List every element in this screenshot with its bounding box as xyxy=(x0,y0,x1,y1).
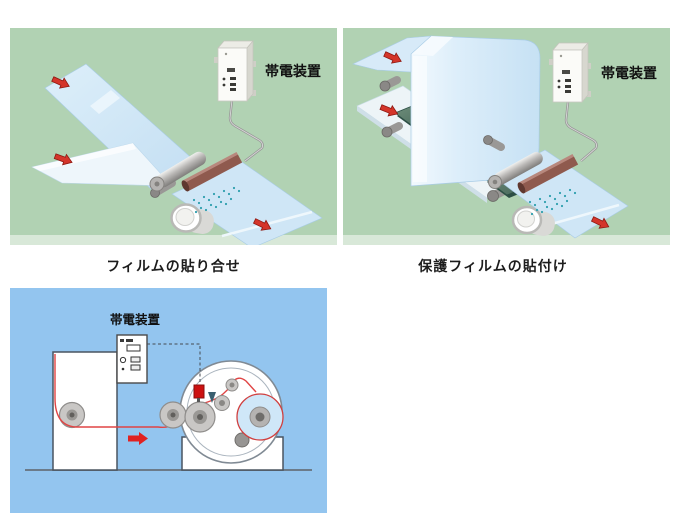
nip-roller-large xyxy=(156,151,207,188)
charging-bar xyxy=(181,151,243,192)
charging-bar xyxy=(517,153,579,194)
discharge-sparks xyxy=(192,186,241,214)
device-label: 帯電装置 xyxy=(601,65,657,82)
flow-arrow-icon xyxy=(128,432,148,445)
incoming-film xyxy=(352,35,432,73)
device-display xyxy=(126,344,141,352)
caption-film-lamination: フィルムの貼り合せ xyxy=(106,259,241,275)
device-display xyxy=(562,70,570,74)
floor-highlight xyxy=(343,235,670,245)
device-display xyxy=(227,68,235,72)
nip-roller xyxy=(159,401,187,429)
flow-arrow-icon xyxy=(590,216,610,229)
device-indicator xyxy=(559,54,563,58)
device-label: 帯電装置 xyxy=(110,312,161,327)
guide-roller xyxy=(225,378,239,392)
discharge-sparks xyxy=(528,188,577,216)
panel-film-lamination: 帯電装置 xyxy=(10,28,337,245)
device-label: 帯電装置 xyxy=(265,63,321,80)
charging-device-box xyxy=(214,40,256,102)
nip-roller-axle xyxy=(492,179,498,185)
nozzle-pointer xyxy=(208,392,216,403)
idler-roller xyxy=(234,432,250,448)
charging-device-box xyxy=(116,334,148,384)
panel-protective-film: 帯電装置 xyxy=(343,28,670,245)
flow-arrow-icon xyxy=(51,76,70,89)
unwind-roller xyxy=(58,401,86,429)
flow-arrow-icon xyxy=(53,153,73,166)
device-indicator xyxy=(224,52,228,56)
guide-roller xyxy=(214,395,230,411)
signal-line xyxy=(147,343,201,384)
film-canopy xyxy=(410,35,541,187)
nip-roller xyxy=(184,401,216,433)
flow-arrow-icon xyxy=(383,51,402,64)
panel-roll-machine: 帯電装置 xyxy=(10,288,327,513)
nip-roller-large xyxy=(493,152,543,185)
flow-arrow-icon xyxy=(252,218,272,231)
exit-roller xyxy=(170,203,214,234)
inline-charging-unit xyxy=(193,384,205,402)
device-cable xyxy=(228,99,264,162)
floor-highlight xyxy=(10,235,337,245)
flow-arrow-icon xyxy=(379,104,399,117)
charging-device-box xyxy=(549,42,591,103)
device-cable xyxy=(564,101,598,162)
wound-film-roll xyxy=(236,393,284,441)
nip-roller-axle xyxy=(154,181,160,187)
exit-roller xyxy=(511,205,555,236)
conveyor-end-roller xyxy=(483,135,505,151)
caption-protective-film: 保護フィルムの貼付け xyxy=(418,259,568,275)
